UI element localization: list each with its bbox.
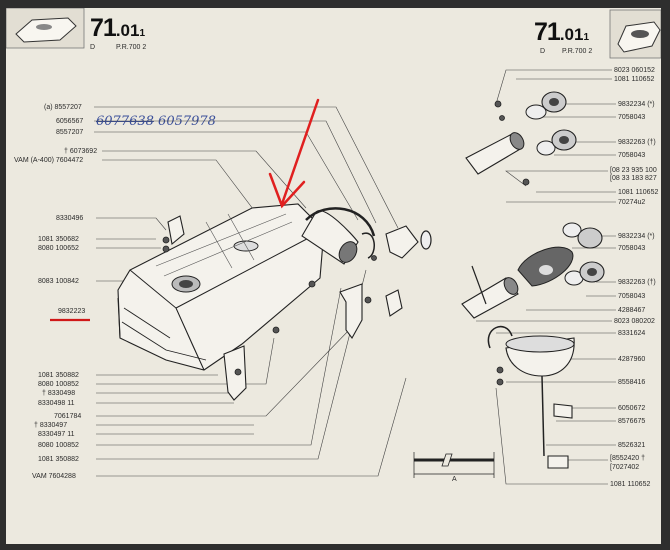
- part-number-label: 8023 060152: [614, 67, 655, 74]
- part-number-label: 8526321: [618, 442, 646, 449]
- handwritten-correction: 6077638 6057978: [96, 114, 216, 129]
- part-number-label: [08 23 935 100: [610, 167, 657, 174]
- part-number-label: 1081 110652: [618, 189, 659, 196]
- part-number-label: 8080 100852: [38, 381, 79, 388]
- page-number: 71: [90, 14, 117, 42]
- thumbnail-right-icon: [609, 9, 661, 59]
- page-number-left: 71.011: [90, 14, 145, 43]
- part-number-label: † 6073692: [64, 148, 98, 155]
- part-number-label: 70274u2: [618, 199, 646, 206]
- filler-neck: [301, 207, 432, 265]
- part-number-label: 1081 350882: [38, 456, 79, 463]
- red-arrow-icon: [268, 98, 320, 209]
- part-number-label: 8083 100842: [38, 278, 79, 285]
- part-number-label: [7027402: [610, 464, 640, 471]
- part-number-label: VAM 7604288: [32, 473, 76, 480]
- page-ref-right: P.R.700 2: [562, 48, 593, 55]
- part-number-label: 8557207: [56, 129, 84, 136]
- part-number-label: [08 33 183 827: [610, 175, 657, 182]
- page-letter-right: D: [540, 48, 546, 55]
- part-number-label: 7058043: [618, 152, 646, 159]
- page-number-right: 71.011: [534, 18, 589, 47]
- page-letter-left: D: [90, 44, 96, 51]
- part-number-label: 7058043: [618, 114, 646, 121]
- part-number-label: 7058043: [618, 245, 646, 252]
- catalog-page: 71.011 D P.R.700 2 71.011 D P.R.700 2 60…: [6, 8, 661, 544]
- part-number-label: 8330498 11: [38, 400, 75, 407]
- part-number-label: [8552420 †: [610, 455, 646, 462]
- new-number: 6057978: [158, 114, 216, 129]
- page-sub: .01: [559, 25, 584, 44]
- page-ref-left: P.R.700 2: [116, 44, 147, 51]
- part-number-label: 1081 350882: [38, 372, 79, 379]
- part-number-label: 4287960: [618, 356, 646, 363]
- part-number-label: 7061784: [54, 413, 82, 420]
- thumbnail-left-icon: [6, 8, 85, 49]
- page-sub: .01: [115, 21, 140, 40]
- page-sup: 1: [583, 32, 590, 43]
- part-number-label: (a) 8557207: [44, 104, 82, 111]
- fuel-tank: [117, 203, 325, 371]
- part-number-label: 9832234 (*): [618, 233, 655, 240]
- part-number-label: 7058043: [618, 293, 646, 300]
- part-number-label: † 8330498: [42, 390, 76, 397]
- part-number-label: 9832263 (†): [618, 139, 656, 146]
- part-number-label: 9832223: [58, 308, 86, 315]
- part-number-label: 8080 100852: [38, 442, 79, 449]
- part-number-label: 4288467: [618, 307, 646, 314]
- pump-assembly: [461, 91, 605, 469]
- part-number-label: † 8330497: [34, 422, 68, 429]
- page-number: 71: [534, 18, 561, 46]
- part-number-label: 6056567: [56, 118, 84, 125]
- part-number-label: 1081 110652: [610, 481, 651, 488]
- dimension-rod: [413, 452, 495, 478]
- header-graphics: [6, 8, 661, 59]
- mounting-brackets: [162, 215, 403, 401]
- part-number-label: 8330497 11: [38, 431, 75, 438]
- part-number-label: 8330496: [56, 215, 84, 222]
- exploded-view-diagram: [50, 69, 616, 485]
- part-number-label: 9832234 (*): [618, 101, 655, 108]
- dimension-label: A: [452, 476, 457, 483]
- part-number-label: 8576675: [618, 418, 646, 425]
- page-sup: 1: [139, 28, 146, 39]
- struck-number: 6077638: [96, 114, 154, 129]
- part-number-label: VAM (A-400) 7604472: [14, 157, 84, 164]
- part-number-label: 8558416: [618, 379, 646, 386]
- part-number-label: 8023 080202: [614, 318, 655, 325]
- part-number-label: 6050672: [618, 405, 646, 412]
- part-number-label: 9832263 (†): [618, 279, 656, 286]
- part-number-label: 8080 100652: [38, 245, 79, 252]
- part-number-label: 1081 110652: [614, 76, 655, 83]
- part-number-label: 8331624: [618, 330, 646, 337]
- part-number-label: 1081 350682: [38, 236, 79, 243]
